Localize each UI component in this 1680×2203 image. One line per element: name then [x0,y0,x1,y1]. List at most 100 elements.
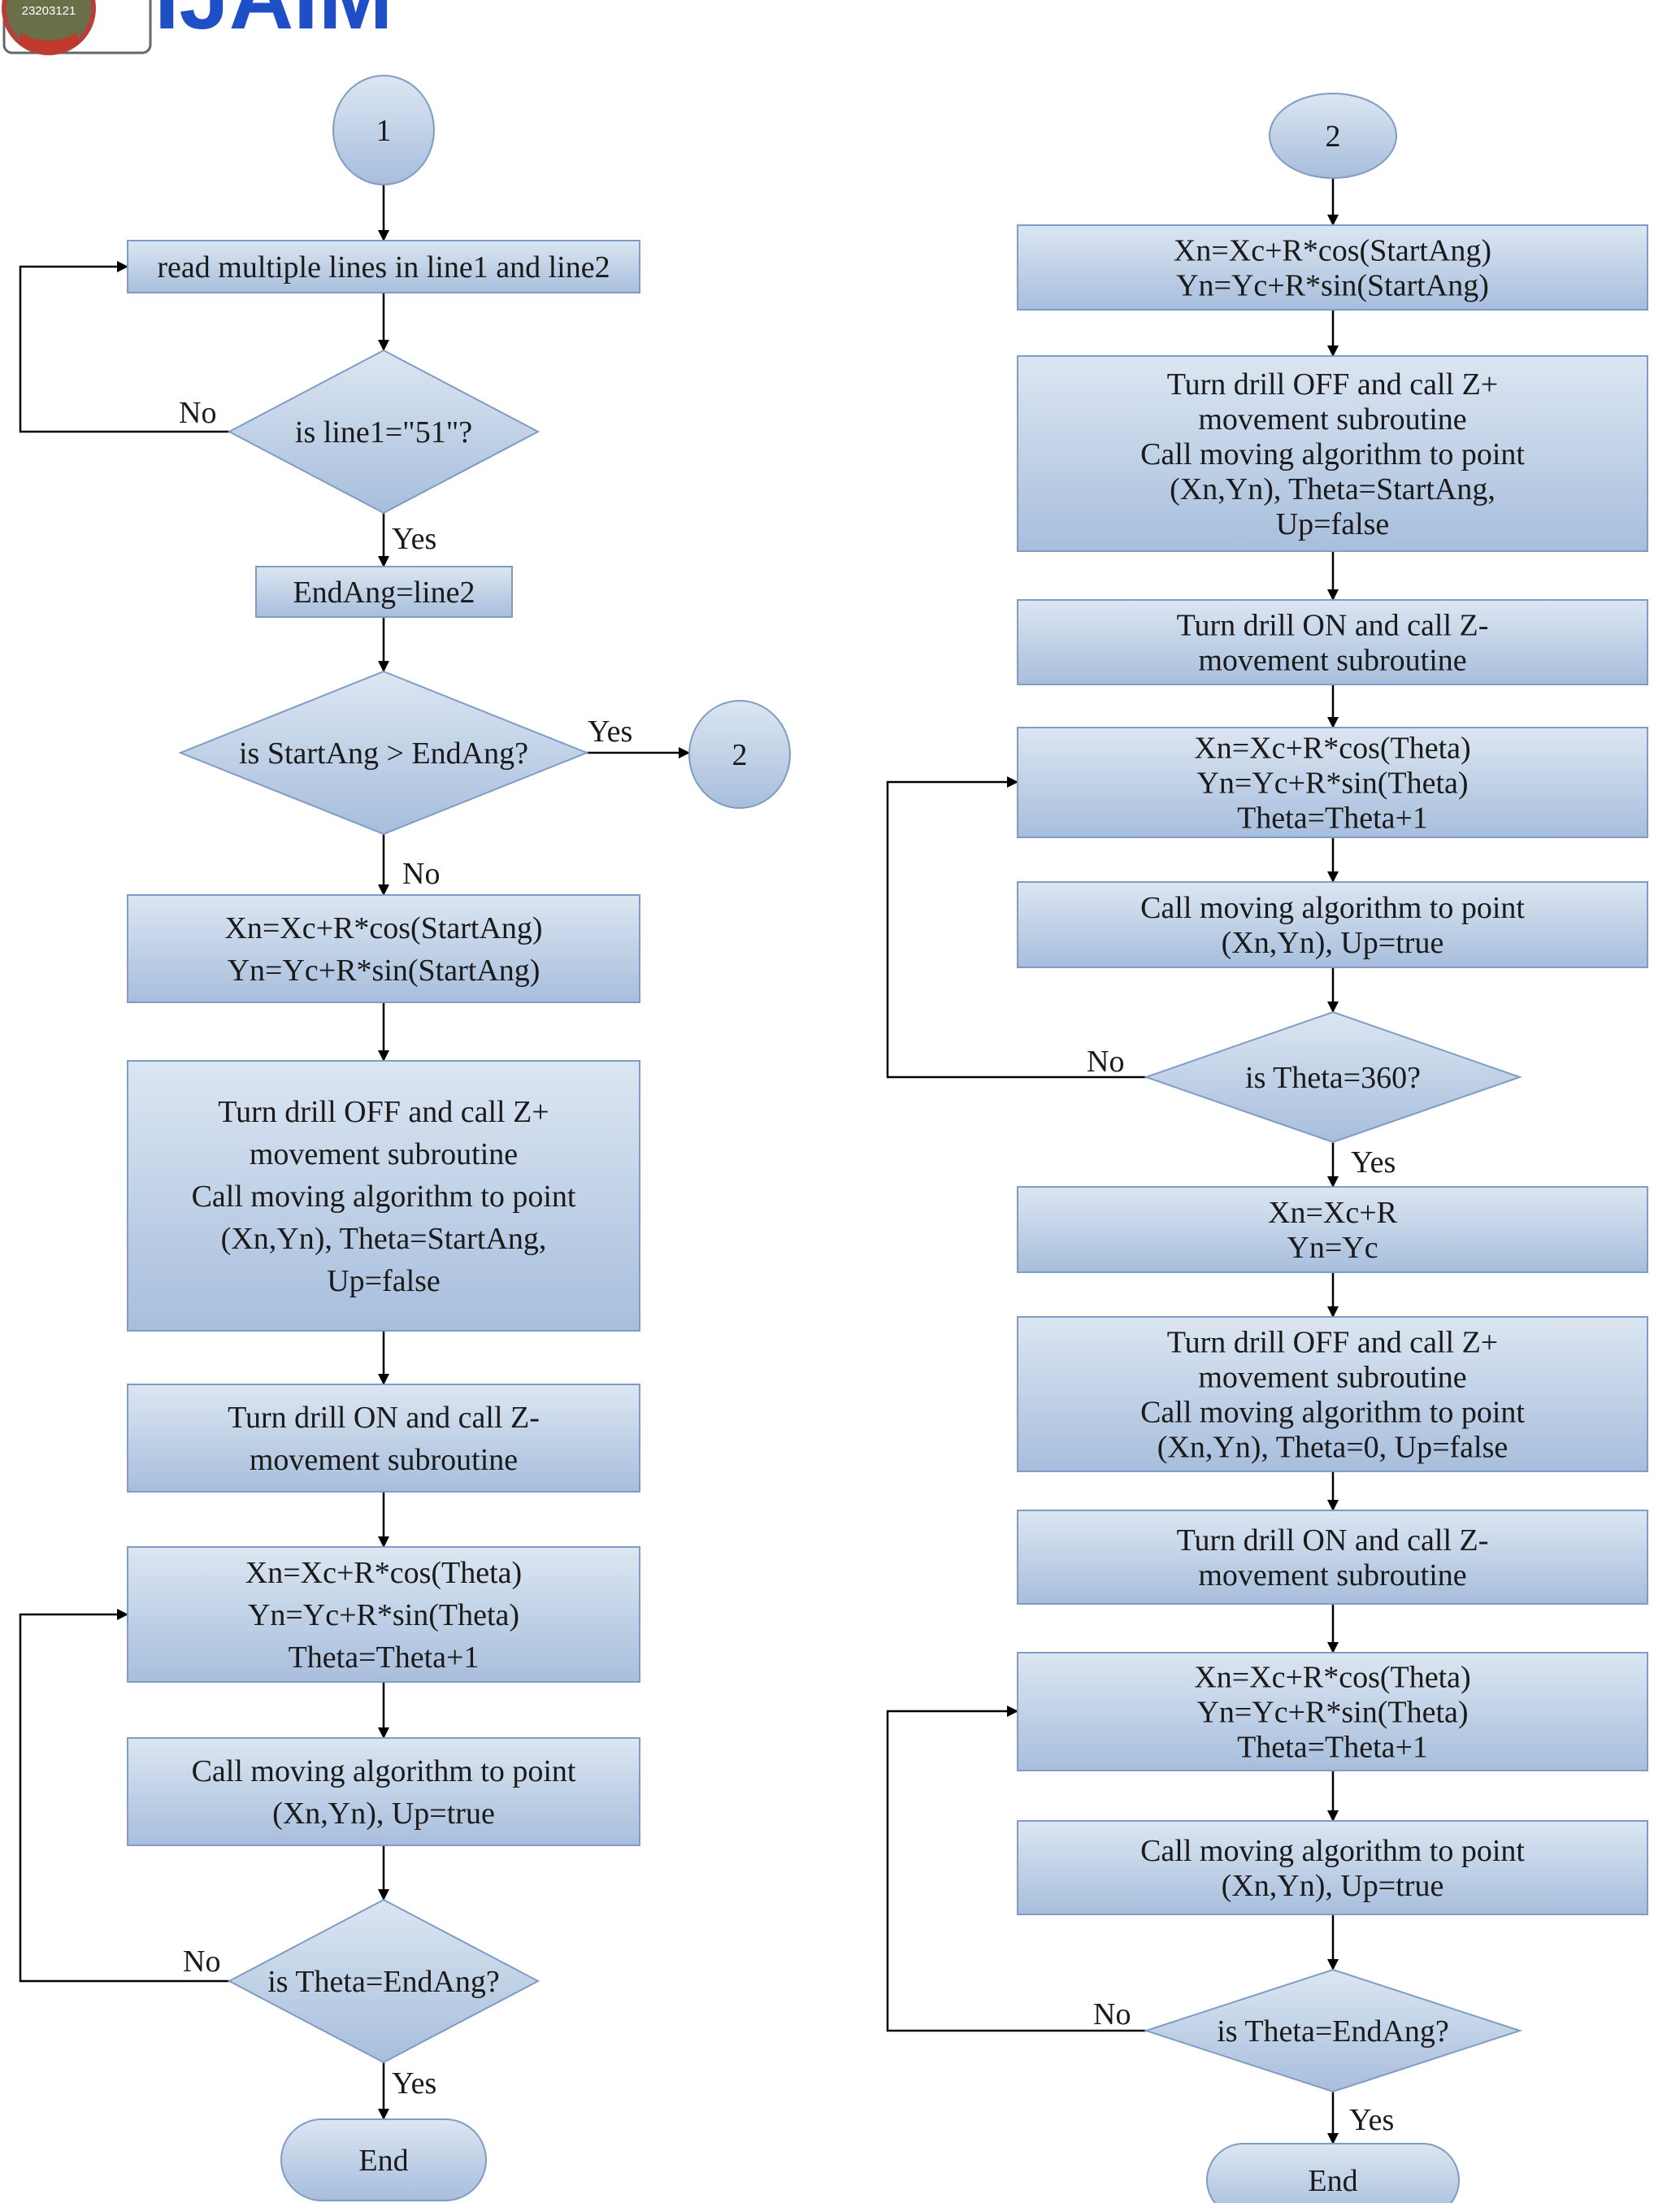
right-start-connector-text: 2 [1326,119,1341,154]
left-node-drill-on: Turn drill ON and call Z-movement subrou… [127,1384,640,1493]
right-node-drill-off: Turn drill OFF and call Z+movement subro… [1017,355,1648,552]
right-text-drill-on-2-1: movement subroutine [1198,1558,1466,1593]
left-text-drill-on-1: movement subroutine [250,1443,518,1477]
right-text-dec-360-0: is Theta=360? [1245,1061,1421,1095]
right-text-drill-off-2-1: movement subroutine [1198,1361,1466,1395]
right-node-end: End [1206,2143,1460,2203]
right-text-xn-theta-2-0: Xn=Xc+R*cos(Theta) [1194,1661,1470,1695]
left-text-call-move-1: (Xn,Yn), Up=true [272,1797,495,1831]
right-box-call-move-2 [1017,1820,1648,1915]
label-right-yes-360: Yes [1351,1145,1396,1180]
journal-logo: 23203121 IJAIM [2,0,393,55]
right-box-call-move [1017,881,1648,968]
right-text-xn-xc-0: Xn=Xc+R [1268,1196,1398,1230]
right-box-xn-theta-2 [1017,1652,1648,1771]
left-box-call-move [127,1737,640,1846]
left-node-dec-start-gt-end: is StartAng > EndAng? [178,670,589,836]
edge-left-no-loop-theta [19,1609,229,1983]
label-left-no-end: No [183,1944,220,1979]
right-text-call-move-2-1: (Xn,Yn), Up=true [1222,1869,1444,1903]
right-text-drill-off-0: Turn drill OFF and call Z+ [1167,367,1498,402]
edge-right-no-loop-theta [886,776,1146,1079]
right-text-end-0: End [1308,2164,1357,2198]
left-decision-dec-51 [227,349,540,515]
left-text-xn-start-0: Xn=Xc+R*cos(StartAng) [224,911,542,945]
right-box-xn-start [1017,224,1648,311]
right-text-drill-off-1: movement subroutine [1198,402,1466,437]
right-decision-dec-360 [1143,1010,1523,1144]
left-text-drill-off-0: Turn drill OFF and call Z+ [218,1095,549,1129]
left-node-dec-51: is line1="51"? [227,349,540,515]
left-text-drill-on-0: Turn drill ON and call Z- [228,1401,540,1435]
left-box-drill-off [127,1060,640,1332]
right-text-drill-off-2-3: (Xn,Yn), Theta=0, Up=false [1157,1431,1509,1465]
label-right-no-360: No [1087,1045,1124,1079]
left-text-dec-endang-0: is Theta=EndAng? [267,1965,500,1999]
right-text-call-move-2-0: Call moving algorithm to point [1140,1834,1525,1868]
left-node-call-move: Call moving algorithm to point (Xn,Yn), U… [127,1737,640,1846]
flow-edges [19,178,1339,2144]
right-node-xn-theta: Xn=Xc+R*cos(Theta)Yn=Yc+R*sin(Theta)Thet… [1017,727,1648,838]
right-text-xn-start-0: Xn=Xc+R*cos(StartAng) [1174,234,1491,268]
left-text-endang-0: EndAng=line2 [293,576,475,610]
right-start-connector: 2 [1269,93,1397,179]
label-left-no-gt: No [402,857,440,891]
edge-right-no-loop-theta-2 [886,1705,1146,2032]
left-text-end-0: End [358,2144,408,2178]
left-box-xn-start [127,894,640,1003]
right-node-xn-start: Xn=Xc+R*cos(StartAng)Yn=Yc+R*sin(StartAn… [1017,224,1648,311]
right-text-drill-on-1: movement subroutine [1198,644,1466,678]
right-box-drill-on-2 [1017,1510,1648,1605]
right-node-dec-endang: is Theta=EndAng? [1143,1968,1523,2093]
left-text-drill-off-3: (Xn,Yn), Theta=StartAng, [221,1222,547,1256]
left-text-xn-start-1: Yn=Yc+R*sin(StartAng) [228,954,540,988]
left-goto-connector: 2 [688,700,791,809]
left-text-drill-off-1: movement subroutine [250,1137,518,1171]
left-start-connector: 1 [332,75,435,185]
right-text-call-move-1: (Xn,Yn), Up=true [1222,926,1444,960]
left-text-xn-theta-0: Xn=Xc+R*cos(Theta) [245,1556,522,1590]
left-node-read: read multiple lines in line1 and line2 [127,240,640,293]
right-text-drill-off-2-0: Turn drill OFF and call Z+ [1167,1326,1498,1360]
right-text-xn-theta-0: Xn=Xc+R*cos(Theta) [1194,732,1470,766]
right-node-drill-on-2: Turn drill ON and call Z-movement subrou… [1017,1510,1648,1605]
left-box-endang [255,566,513,618]
left-text-drill-off-4: Up=false [327,1264,441,1298]
right-text-drill-on-2-0: Turn drill ON and call Z- [1177,1523,1489,1558]
right-text-drill-off-2: Call moving algorithm to point [1140,437,1525,471]
left-start-connector-circle [332,75,435,185]
right-text-xn-theta-2-1: Yn=Yc+R*sin(Theta) [1196,1696,1468,1730]
right-text-dec-endang-0: is Theta=EndAng? [1217,2014,1449,2049]
left-text-drill-off-2: Call moving algorithm to point [192,1180,576,1214]
right-decision-dec-endang [1143,1968,1523,2093]
label-left-yes-gt: Yes [588,715,632,749]
right-text-drill-off-3: (Xn,Yn), Theta=StartAng, [1170,472,1496,506]
right-start-connector-circle [1269,93,1397,179]
right-text-drill-off-2-2: Call moving algorithm to point [1140,1396,1525,1430]
right-box-xn-xc [1017,1186,1648,1273]
logo-badge-number: 23203121 [22,4,76,18]
left-node-drill-off: Turn drill OFF and call Z+ movement subro… [127,1060,640,1332]
right-node-call-move: Call moving algorithm to point(Xn,Yn), U… [1017,881,1648,968]
left-node-xn-start: Xn=Xc+R*cos(StartAng) Yn=Yc+R*sin(StartAn… [127,894,640,1003]
right-box-drill-off [1017,355,1648,552]
left-node-end: End [280,2118,487,2201]
right-text-xn-xc-1: Yn=Yc [1287,1231,1378,1265]
left-text-xn-theta-1: Yn=Yc+R*sin(Theta) [248,1598,519,1632]
label-left-yes-end: Yes [392,2066,436,2101]
right-node-drill-on: Turn drill ON and call Z-movement subrou… [1017,599,1648,685]
left-text-dec-start-gt-end-0: is StartAng > EndAng? [239,737,528,771]
left-box-drill-on [127,1384,640,1493]
left-text-call-move-0: Call moving algorithm to point [192,1754,576,1788]
right-node-call-move-2: Call moving algorithm to point(Xn,Yn), U… [1017,1820,1648,1915]
right-text-xn-theta-2: Theta=Theta+1 [1237,802,1428,836]
right-text-xn-theta-1: Yn=Yc+R*sin(Theta) [1196,767,1468,801]
right-box-drill-off-2 [1017,1316,1648,1472]
flow-nodes: read multiple lines in line1 and line2 is… [127,75,1648,2203]
right-box-drill-on [1017,599,1648,685]
edge-left-no-loop-read [19,261,229,433]
left-text-xn-theta-2: Theta=Theta+1 [289,1640,480,1675]
right-text-call-move-0: Call moving algorithm to point [1140,891,1525,925]
left-decision-dec-start-gt-end [178,670,589,836]
